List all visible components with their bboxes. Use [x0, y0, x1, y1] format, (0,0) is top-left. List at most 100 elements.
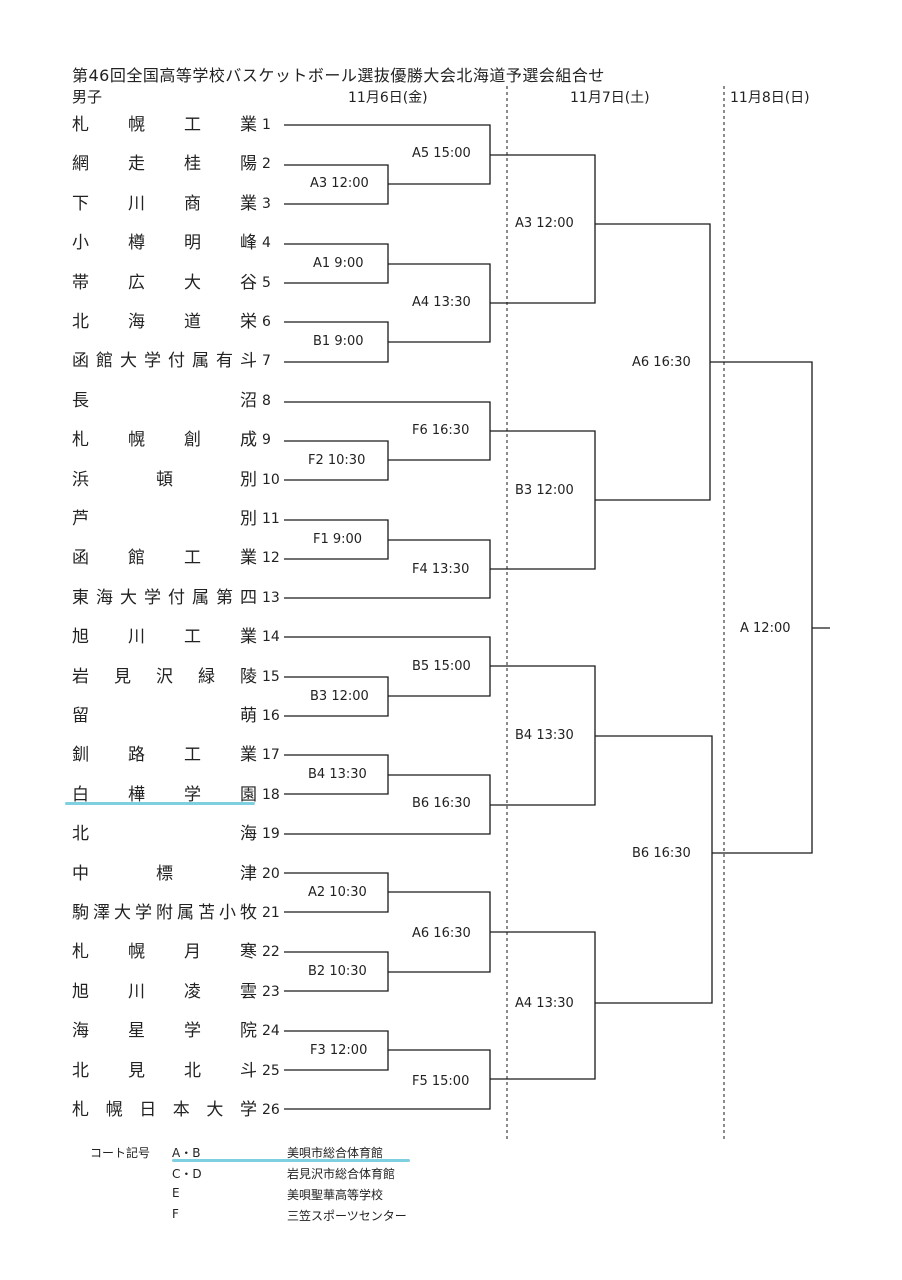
legend-code-4: F [172, 1207, 179, 1221]
team-name-char: 工 [184, 745, 201, 765]
team-name-char: 沢 [156, 667, 173, 687]
team-name-char: 学 [184, 1021, 201, 1041]
team-seed: 9 [262, 432, 271, 448]
team-name-char: 業 [240, 745, 257, 765]
team-name-char: 萌 [240, 706, 257, 726]
team-name-char: 雲 [240, 982, 257, 1002]
team-seed: 12 [262, 550, 280, 566]
team-name: 長沼 [72, 390, 257, 412]
team-seed: 25 [262, 1063, 280, 1079]
team-name-char: 業 [240, 548, 257, 568]
team-name-char: 見 [114, 667, 131, 687]
match-sf-2: B6 16:30 [632, 846, 691, 861]
team-name: 札幌日本大学 [72, 1099, 257, 1121]
match-final: A 12:00 [740, 621, 791, 636]
team-name-char: 学 [144, 351, 161, 371]
match-r1-9: B2 10:30 [308, 964, 367, 979]
team-name-char: 樺 [128, 785, 145, 805]
match-r3-4: A4 13:30 [515, 996, 574, 1011]
match-r1-3: B1 9:00 [313, 334, 364, 349]
match-r1-2: A1 9:00 [313, 256, 364, 271]
team-name-char: 属 [177, 903, 194, 923]
team-name-char: 創 [184, 430, 201, 450]
team-seed: 8 [262, 393, 271, 409]
legend-code-2: C・D [172, 1167, 202, 1181]
match-r2-6: B6 16:30 [412, 796, 471, 811]
team-name-char: 別 [240, 509, 257, 529]
team-name-char: 見 [128, 1061, 145, 1081]
team-name: 小樽明峰 [72, 232, 257, 254]
team-name-char: 北 [72, 824, 89, 844]
team-name-char: 工 [184, 548, 201, 568]
team-name-char: 旭 [72, 982, 89, 1002]
team-name-char: 北 [184, 1061, 201, 1081]
team-name-char: 樽 [128, 233, 145, 253]
team-name: 旭川凌雲 [72, 981, 257, 1003]
match-r1-5: F1 9:00 [313, 532, 363, 547]
team-name-char: 館 [128, 548, 145, 568]
team-name-char: 頓 [156, 470, 173, 490]
team-name-char: 工 [184, 115, 201, 135]
team-name-char: 幌 [128, 430, 145, 450]
team-name-char: 川 [128, 194, 145, 214]
team-seed: 14 [262, 629, 280, 645]
team-name-char: 寒 [240, 942, 257, 962]
team-name: 北見北斗 [72, 1060, 257, 1082]
match-r2-2: A4 13:30 [412, 295, 471, 310]
team-name: 函館大学付属有斗 [72, 350, 257, 372]
team-name-char: 函 [72, 351, 89, 371]
team-name: 駒澤大学附属苫小牧 [72, 902, 257, 924]
team-seed: 26 [262, 1102, 280, 1118]
team-name-char: 小 [72, 233, 89, 253]
team-name-char: 商 [184, 194, 201, 214]
team-name-char: 札 [72, 115, 89, 135]
team-name-char: 属 [192, 351, 209, 371]
division-label: 男子 [72, 88, 103, 106]
legend-label: コート記号 [90, 1146, 151, 1160]
team-name-char: 院 [240, 1021, 257, 1041]
legend-venue-2: 岩見沢市総合体育館 [287, 1167, 396, 1181]
team-name-char: 業 [240, 627, 257, 647]
team-name-char: 澤 [93, 903, 110, 923]
match-r2-1: A5 15:00 [412, 146, 471, 161]
team-name: 札幌工業 [72, 114, 257, 136]
team-name: 浜頓別 [72, 469, 257, 491]
team-name-char: 走 [128, 154, 145, 174]
team-name-char: 別 [240, 470, 257, 490]
team-name-char: 大 [184, 273, 201, 293]
team-name-char: 川 [128, 982, 145, 1002]
team-name-char: 明 [184, 233, 201, 253]
match-r3-3: B4 13:30 [515, 728, 574, 743]
team-name-char: 標 [156, 864, 173, 884]
team-name-char: 属 [192, 588, 209, 608]
match-r1-7: B4 13:30 [308, 767, 367, 782]
team-name-char: 谷 [240, 273, 257, 293]
team-name: 札幌月寒 [72, 941, 257, 963]
team-name-char: 月 [184, 942, 201, 962]
team-name-char: 四 [240, 588, 257, 608]
team-name: 留萌 [72, 705, 257, 727]
team-name-char: 函 [72, 548, 89, 568]
team-seed: 21 [262, 905, 280, 921]
team-name-char: 園 [240, 785, 257, 805]
team-seed: 22 [262, 944, 280, 960]
team-name-char: 日 [139, 1100, 157, 1120]
team-name-char: 本 [172, 1100, 190, 1120]
team-name-char: 白 [72, 785, 89, 805]
team-name-char: 路 [128, 745, 145, 765]
team-name-char: 海 [128, 312, 145, 332]
team-name-char: 小 [219, 903, 236, 923]
team-name-char: 斗 [240, 1061, 257, 1081]
team-seed: 10 [262, 472, 280, 488]
team-name-char: 業 [240, 194, 257, 214]
match-r3-1: A3 12:00 [515, 216, 574, 231]
team-seed: 16 [262, 708, 280, 724]
team-name-char: 海 [240, 824, 257, 844]
team-name-char: 学 [239, 1100, 257, 1120]
legend-venue-4: 三笠スポーツセンター [287, 1209, 407, 1223]
team-name-char: 網 [72, 154, 89, 174]
team-name-char: 桂 [184, 154, 201, 174]
team-name-char: 凌 [184, 982, 201, 1002]
team-name-char: 成 [240, 430, 257, 450]
team-name-char: 岩 [72, 667, 89, 687]
